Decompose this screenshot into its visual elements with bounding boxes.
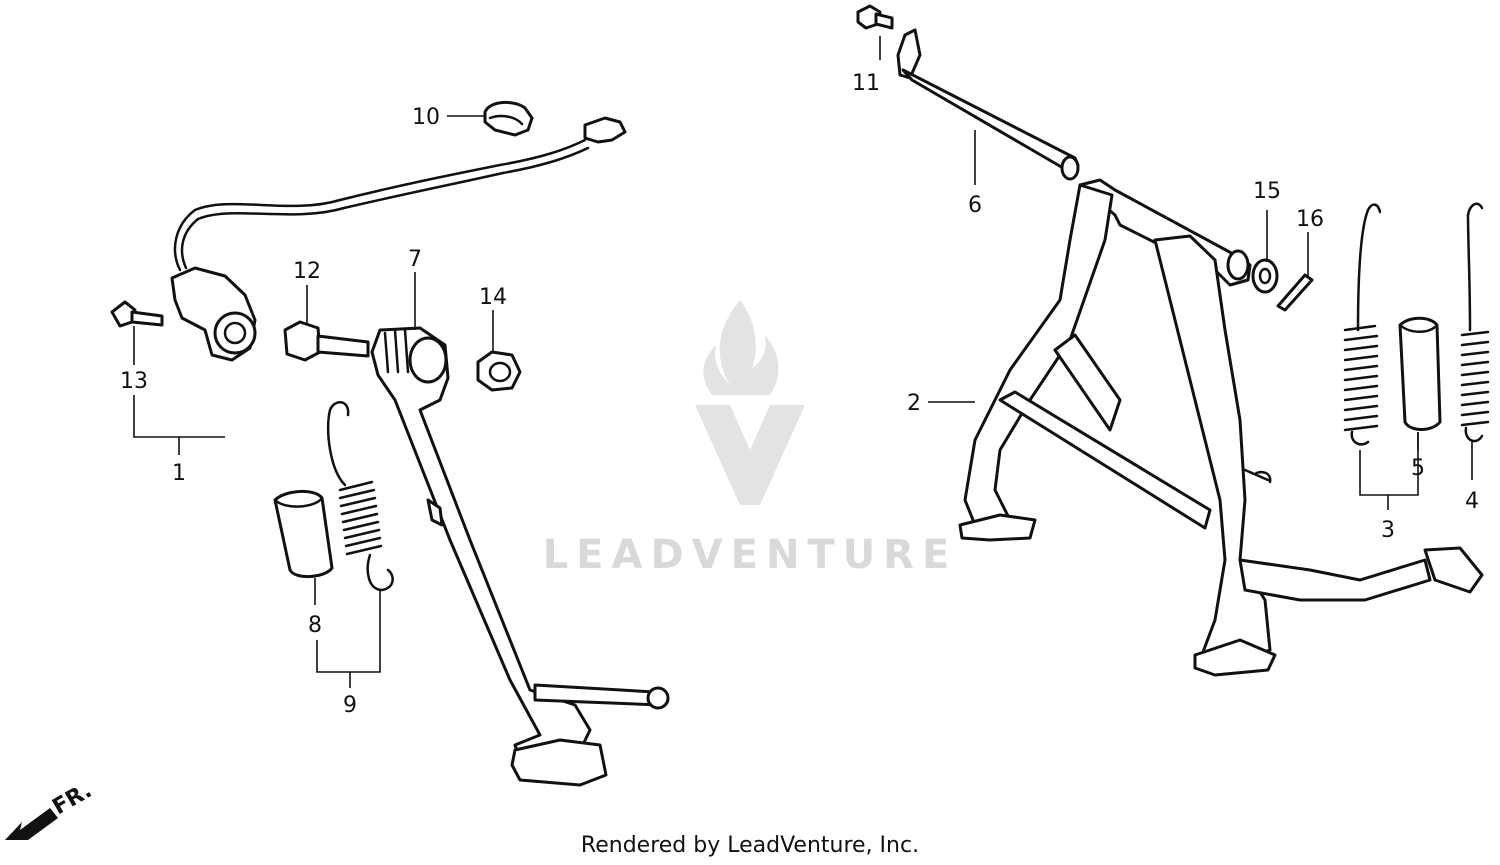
main-stand-pivot-pipe — [896, 28, 1080, 181]
nut — [476, 350, 522, 392]
clamp — [483, 101, 534, 137]
pivot-bolt — [283, 320, 370, 362]
switch-bolt — [110, 300, 164, 328]
callout-8: 8 — [308, 613, 322, 638]
callout-5: 5 — [1411, 456, 1425, 481]
callout-12: 12 — [293, 259, 321, 284]
callout-15: 15 — [1253, 179, 1281, 204]
callout-2: 2 — [907, 391, 921, 416]
washer — [1251, 258, 1279, 294]
main-stand-collar — [1398, 316, 1442, 431]
callout-11: 11 — [852, 71, 880, 96]
side-stand — [370, 326, 670, 787]
footer-credit: Rendered by LeadVenture, Inc. — [580, 833, 920, 858]
watermark-brand: LEADVENTURE — [543, 532, 958, 578]
callout-3: 3 — [1381, 518, 1395, 543]
callout-13: 13 — [120, 369, 148, 394]
front-label: FR. — [49, 778, 97, 820]
callout-14: 14 — [479, 285, 507, 310]
watermark: LEADVENTURE — [543, 300, 958, 578]
side-stand-collar — [273, 490, 334, 578]
flame-logo — [703, 300, 779, 395]
callouts: 1 2 3 4 5 6 7 8 9 10 11 12 13 14 15 16 — [120, 71, 1479, 718]
callout-9: 9 — [343, 693, 357, 718]
callout-7: 7 — [408, 247, 422, 272]
callout-6: 6 — [968, 193, 982, 218]
side-stand-spring — [326, 401, 394, 592]
leader-lines — [133, 36, 1473, 688]
v-logo — [695, 405, 805, 505]
callout-1: 1 — [172, 461, 186, 486]
cotter-pin — [1276, 273, 1314, 312]
callout-10: 10 — [412, 105, 440, 130]
main-stand-spring-right — [1460, 202, 1490, 443]
callout-4: 4 — [1465, 489, 1479, 514]
callout-16: 16 — [1296, 207, 1324, 232]
main-stand — [958, 178, 1484, 677]
front-arrow-icon — [5, 808, 58, 840]
side-stand-switch — [170, 116, 627, 362]
main-stand-bolt — [856, 4, 894, 30]
front-direction-indicator: FR. — [5, 778, 96, 840]
main-stand-spring — [1343, 203, 1382, 446]
